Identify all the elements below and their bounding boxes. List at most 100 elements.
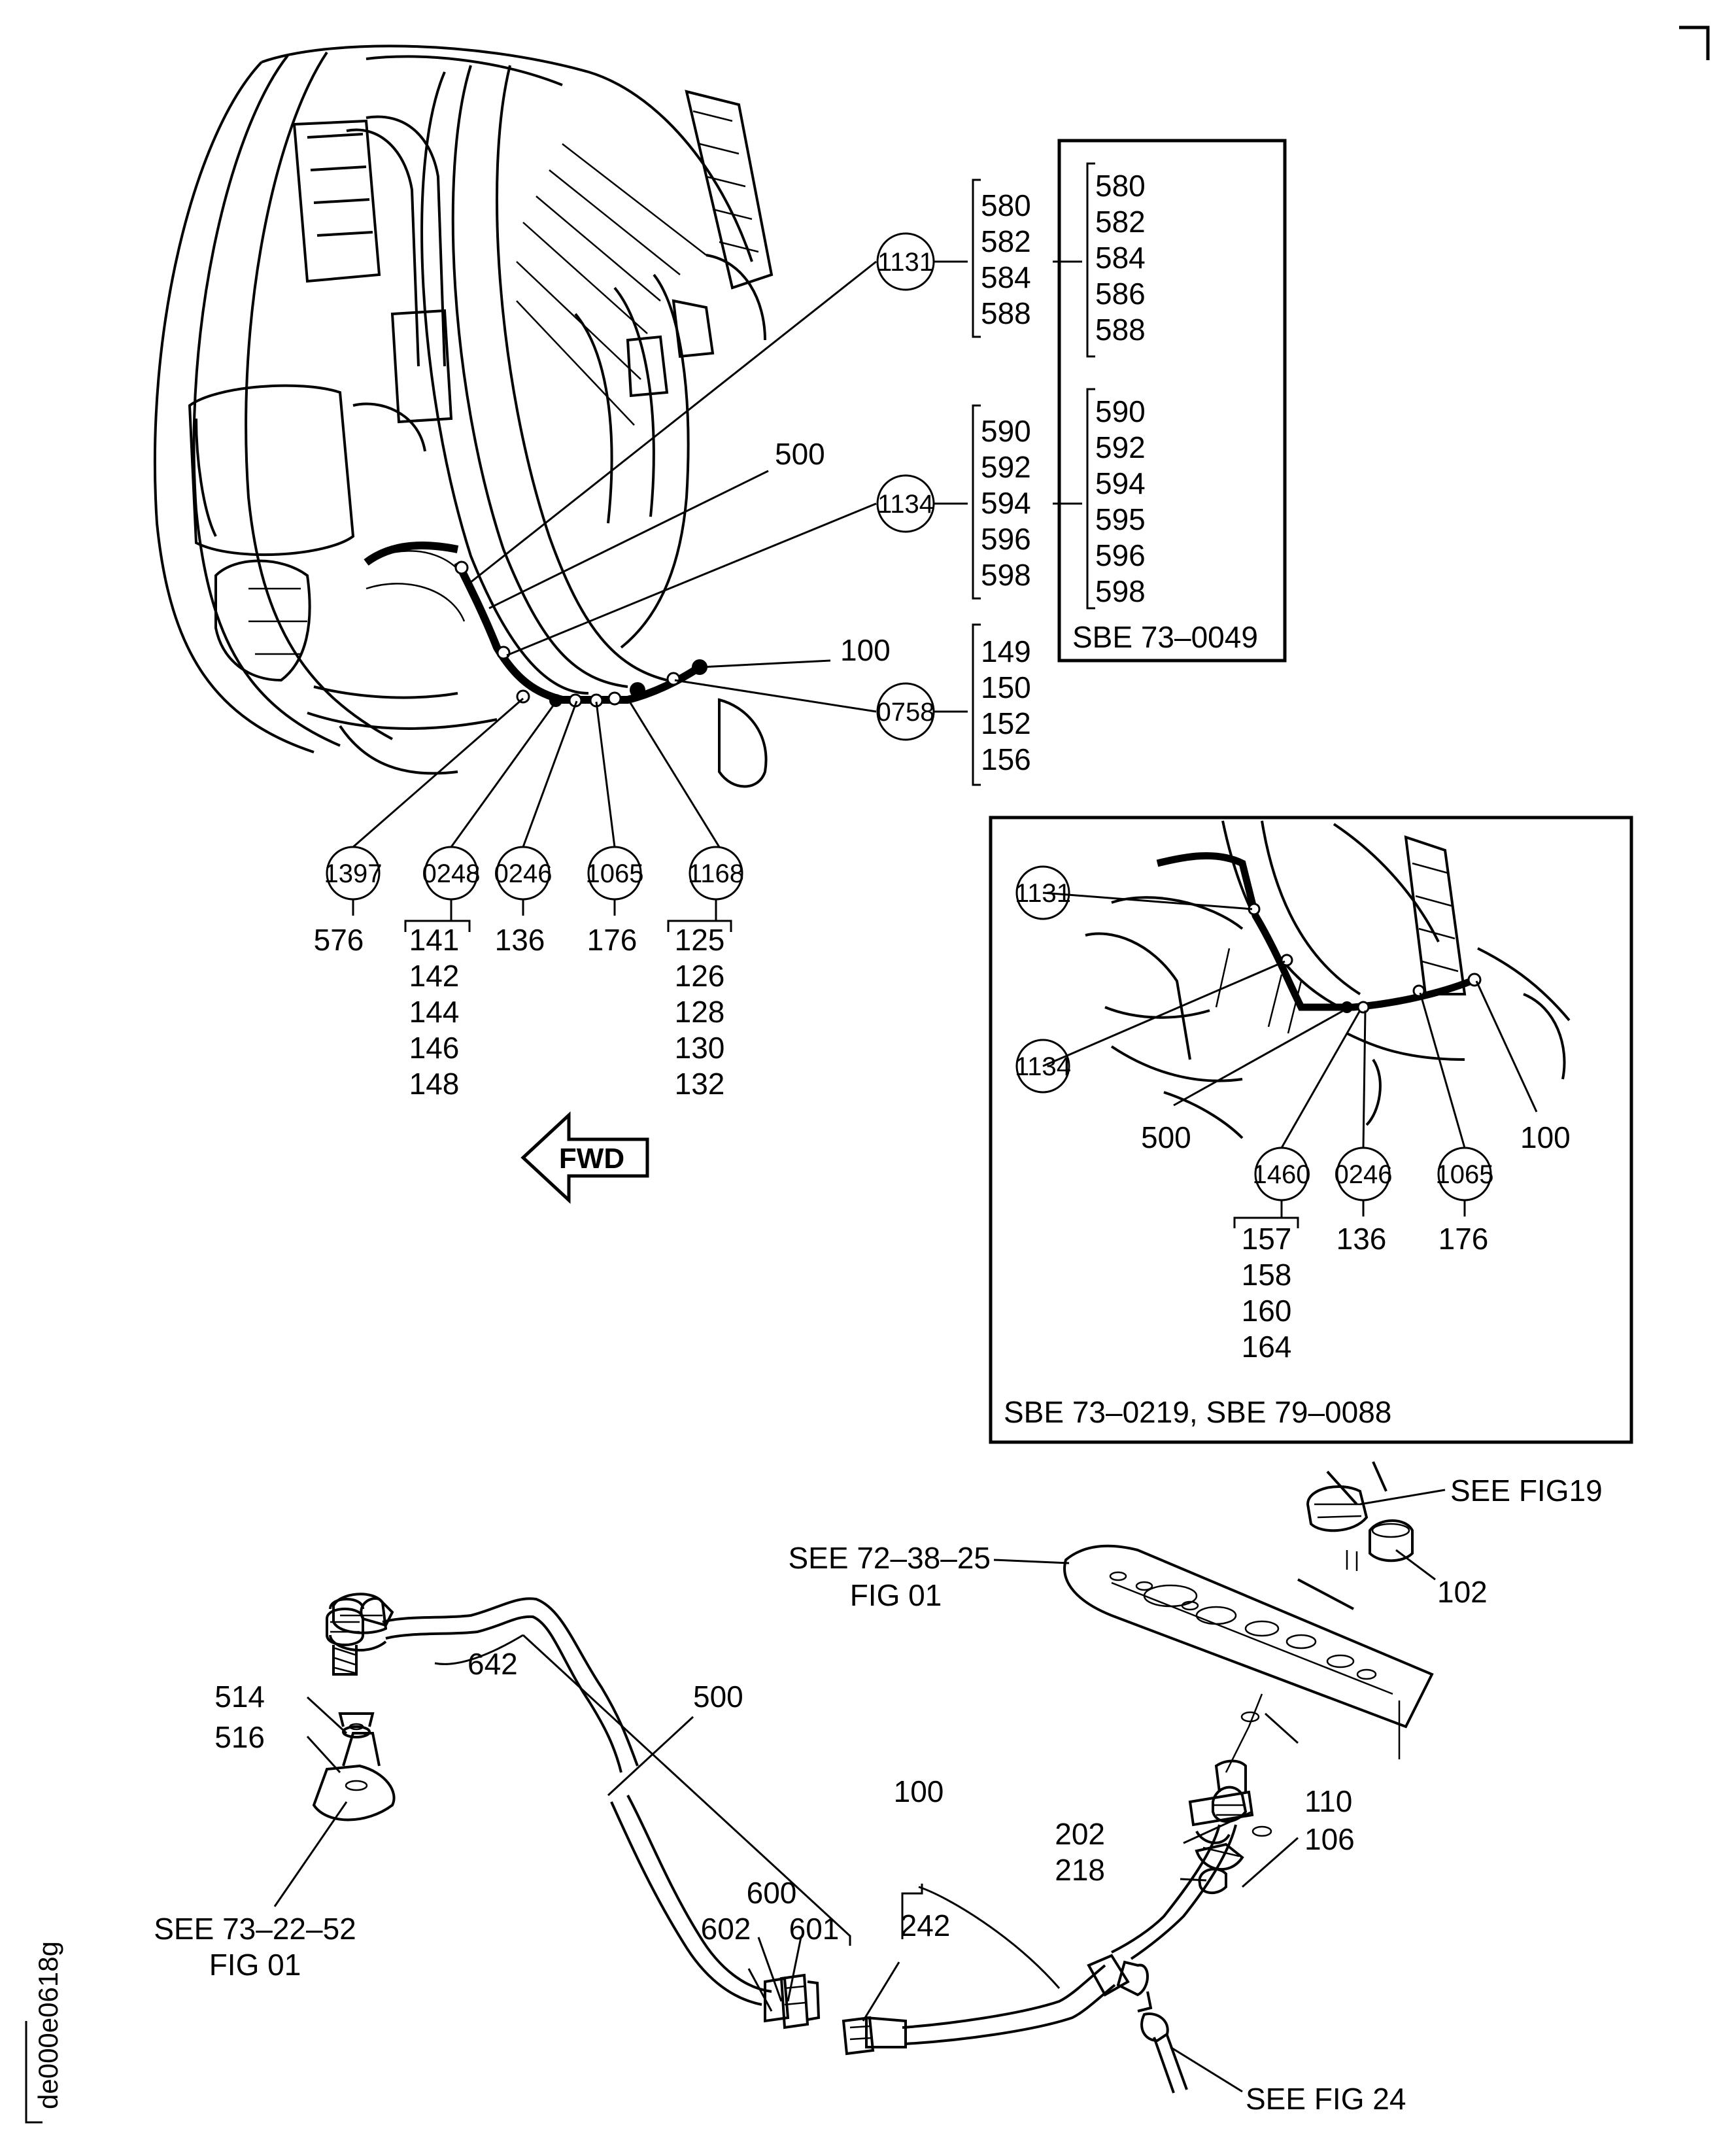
part-642-label: 642 xyxy=(468,1647,518,1681)
inset-label-100: 100 xyxy=(1520,1120,1571,1154)
see-73-22-52-label: SEE 73–22–52 xyxy=(154,1912,356,1946)
part-number: 136 xyxy=(495,923,545,957)
part-100-label: 100 xyxy=(894,1774,944,1808)
inset-callout-1460-code: 1460 xyxy=(1253,1160,1311,1189)
part-106-label: 106 xyxy=(1304,1822,1355,1856)
part-number: 132 xyxy=(675,1067,725,1101)
part-number: 158 xyxy=(1242,1258,1292,1292)
engine-illustration xyxy=(153,44,774,788)
part-number: 590 xyxy=(981,414,1031,448)
corner-mark xyxy=(1679,26,1710,60)
see-72-38-25-label: SEE 72–38–25 xyxy=(789,1541,991,1575)
part-514-label: 514 xyxy=(214,1680,265,1714)
part-102-label: 102 xyxy=(1437,1575,1488,1609)
callout-0248-code: 0248 xyxy=(422,859,481,888)
part-number: 142 xyxy=(409,959,460,993)
part-number: 580 xyxy=(981,188,1031,222)
part-number: 582 xyxy=(1095,205,1146,239)
fwd-label: FWD xyxy=(559,1143,624,1175)
part-602-label: 602 xyxy=(701,1912,751,1946)
part-600-label: 600 xyxy=(747,1876,797,1910)
part-number: 128 xyxy=(675,995,725,1029)
part-number: 136 xyxy=(1336,1222,1387,1256)
part-number: 588 xyxy=(1095,313,1146,347)
inset-callout-1065-list: 176 xyxy=(1438,1222,1489,1256)
callout-0246: 0246 136 xyxy=(494,846,552,957)
part-202-label: 202 xyxy=(1055,1817,1105,1851)
exploded-detail xyxy=(312,1461,1434,2094)
part-number: 595 xyxy=(1095,502,1146,536)
part-number: 146 xyxy=(409,1031,460,1065)
sbe-top-label: SBE 73–0049 xyxy=(1072,620,1258,654)
part-number: 592 xyxy=(981,450,1031,484)
part-number: 576 xyxy=(314,923,364,957)
callout-1397-list: 576 xyxy=(314,923,364,957)
part-516-label: 516 xyxy=(214,1720,265,1754)
part-number: 150 xyxy=(981,670,1031,704)
label-100-main: 100 xyxy=(840,633,891,667)
part-number: 584 xyxy=(1095,241,1146,275)
part-number: 130 xyxy=(675,1031,725,1065)
callout-1065: 1065 176 xyxy=(586,846,644,957)
inset-callout-1134-code: 1134 xyxy=(1015,1052,1071,1081)
callout-1168-code: 1168 xyxy=(688,859,744,888)
detail-labels: SEE FIG19 102 SEE 72–38–25 FIG 01 642 50… xyxy=(154,1474,1602,2116)
label-500-main: 500 xyxy=(775,437,825,471)
drawing-code: de000e0618g xyxy=(25,1941,63,2124)
part-number: 590 xyxy=(1095,394,1146,428)
drawing-code-label: de000e0618g xyxy=(33,1941,63,2109)
inset-callout-1065-code: 1065 xyxy=(1436,1160,1494,1189)
inset-callout-1065: 1065 176 xyxy=(1436,1147,1494,1256)
see-fig19-label: SEE FIG19 xyxy=(1450,1474,1603,1508)
callout-1065-list: 176 xyxy=(587,923,638,957)
inset-illustration xyxy=(1085,820,1571,1139)
part-number: 152 xyxy=(981,706,1031,740)
part-number: 125 xyxy=(675,923,725,957)
callout-0246-list: 136 xyxy=(495,923,545,957)
sbe-top-box: SBE 73–0049 xyxy=(1057,139,1287,663)
part-number: 176 xyxy=(587,923,638,957)
part-number: 160 xyxy=(1242,1294,1292,1328)
part-500-label: 500 xyxy=(693,1680,743,1714)
part-number: 584 xyxy=(981,260,1031,294)
part-601-label: 601 xyxy=(789,1912,840,1946)
callout-1397-code: 1397 xyxy=(324,859,383,888)
part-number: 156 xyxy=(981,742,1031,776)
inset-callout-1131: 1131 xyxy=(1015,865,1071,920)
inset-sbe-label: SBE 73–0219, SBE 79–0088 xyxy=(1004,1395,1391,1429)
part-number: 594 xyxy=(1095,466,1146,500)
part-number: 598 xyxy=(1095,574,1146,608)
inset-callout-1134: 1134 xyxy=(1015,1039,1071,1094)
fig01-b-label: FIG 01 xyxy=(209,1948,301,1982)
inset-label-500: 500 xyxy=(1141,1120,1191,1154)
part-242-label: 242 xyxy=(900,1908,951,1942)
callout-0758-code: 0758 xyxy=(877,698,935,727)
part-number: 598 xyxy=(981,558,1031,592)
inset-callout-0246-list: 136 xyxy=(1336,1222,1387,1256)
part-number: 149 xyxy=(981,634,1031,668)
inset-callout-0246-code: 0246 xyxy=(1335,1160,1393,1189)
inset-callout-1131-code: 1131 xyxy=(1015,879,1071,908)
harness-main xyxy=(364,542,702,704)
see-fig24-label: SEE FIG 24 xyxy=(1246,2082,1406,2116)
part-number: 592 xyxy=(1095,430,1146,464)
callout-1397: 1397 576 xyxy=(314,846,383,957)
part-number: 594 xyxy=(981,486,1031,520)
detail-leaders xyxy=(273,1489,1446,2093)
callout-1065-code: 1065 xyxy=(586,859,644,888)
part-number: 157 xyxy=(1242,1222,1292,1256)
part-number: 586 xyxy=(1095,277,1146,311)
callout-1131-code: 1131 xyxy=(877,248,934,277)
